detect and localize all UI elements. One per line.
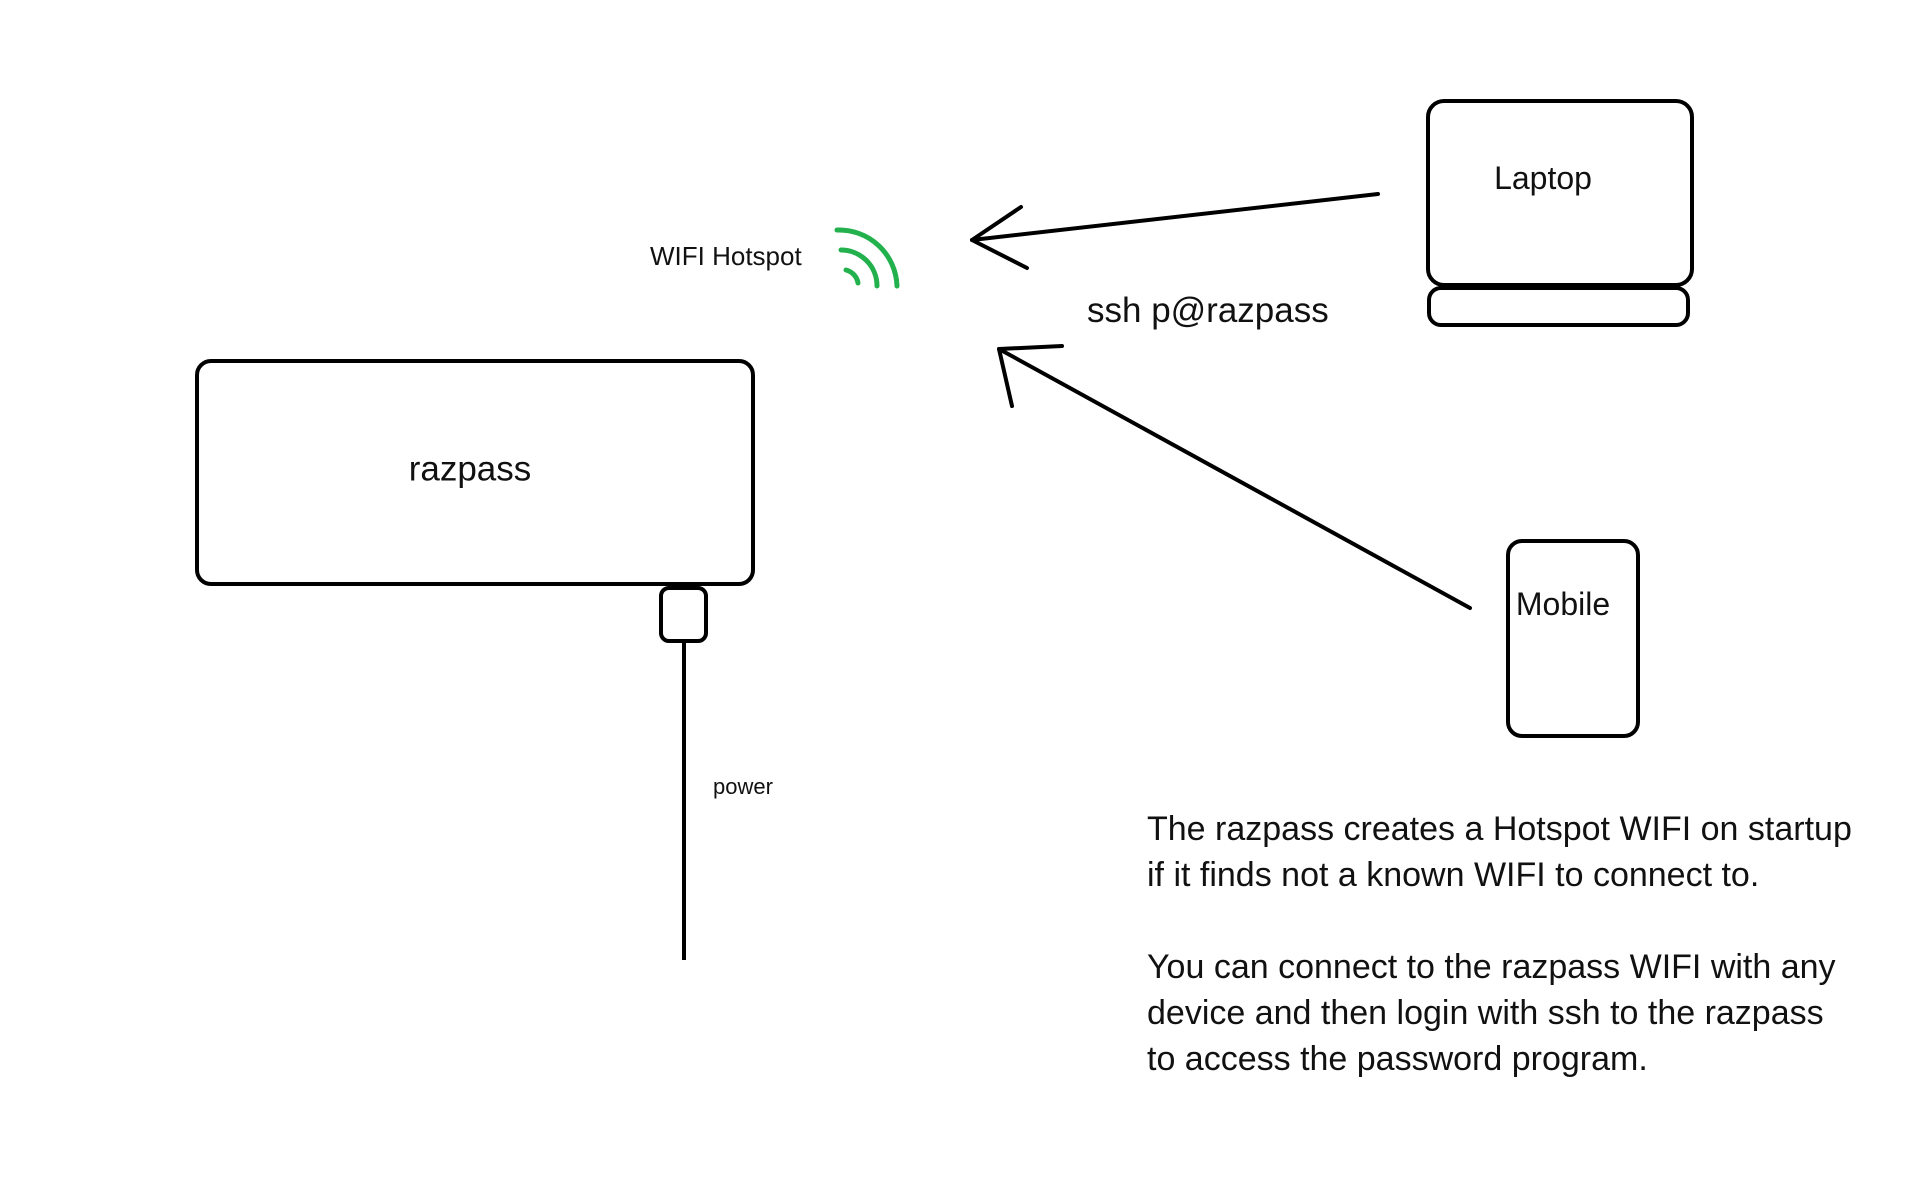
power-connector: [659, 586, 708, 643]
power-label: power: [713, 774, 773, 799]
description-line: if it finds not a known WIFI to connect …: [1147, 856, 1760, 894]
description-line: You can connect to the razpass WIFI with…: [1147, 948, 1836, 986]
wifi-hotspot-label: WIFI Hotspot: [650, 241, 802, 271]
description-paragraph: The razpass creates a Hotspot WIFI on st…: [1147, 806, 1907, 898]
laptop-label: Laptop: [1494, 160, 1592, 196]
description-paragraph: You can connect to the razpass WIFI with…: [1147, 944, 1907, 1082]
description-line: device and then login with ssh to the ra…: [1147, 994, 1824, 1032]
mobile-device: [1506, 539, 1640, 738]
wifi-signal-icon: [834, 227, 900, 289]
description-line: to access the password program.: [1147, 1040, 1648, 1078]
laptop-connection-arrow: [970, 192, 1380, 270]
razpass-device-label: razpass: [408, 449, 532, 489]
laptop-device: [1426, 99, 1694, 327]
mobile-label: Mobile: [1515, 586, 1611, 622]
razpass-device-box: [195, 359, 755, 586]
description-line: The razpass creates a Hotspot WIFI on st…: [1147, 810, 1852, 848]
description-text: The razpass creates a Hotspot WIFI on st…: [1147, 806, 1907, 1082]
mobile-connection-arrow: [997, 344, 1472, 610]
ssh-command-label: ssh p@razpass: [1087, 291, 1329, 330]
